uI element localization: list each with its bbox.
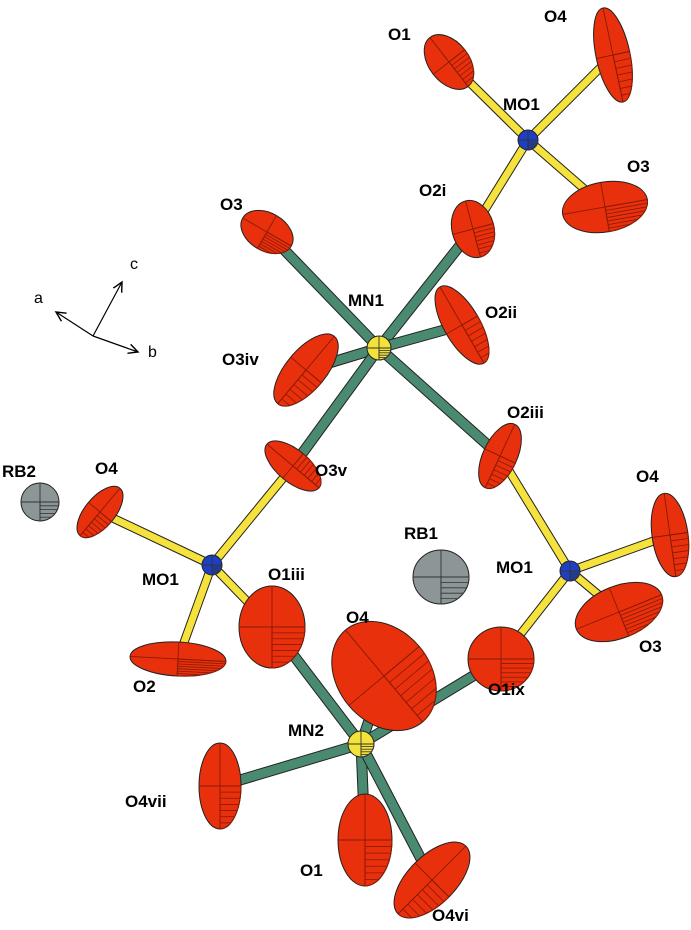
atoms [20,7,690,919]
label-mn1: MN1 [348,291,384,310]
label-o1-top: O1 [388,25,411,44]
label-o4vii: O4vii [125,792,167,811]
atom-o1ix [467,626,535,692]
atom-o3-right [574,581,664,643]
label-o2i: O2i [419,181,446,200]
label-mn2: MN2 [288,721,324,740]
atom-mo1-top [517,129,539,151]
bond-mo1_right-o2iii [495,451,575,576]
a-axis-arrow [56,312,94,337]
label-o4-left: O4 [95,459,118,478]
c-axis-label: c [130,256,138,273]
label-o3v: O3v [315,461,348,480]
b-axis-arrow [92,335,138,352]
label-o1iii: O1iii [268,565,305,584]
bond-mn2-o4vii [214,738,367,792]
bonds [95,50,675,886]
label-o4-bottom: O4 [346,608,369,627]
atom-o4-bottom [331,620,437,732]
atom-o2-left [129,641,227,677]
atom-rb1 [412,549,470,605]
atom-mn2 [347,730,375,758]
label-o4-right: O4 [636,467,659,486]
atom-rb2 [20,482,60,522]
label-rb1: RB1 [404,524,438,543]
c-axis-arrow [92,282,122,337]
bond-mo1_left-o4_left [95,507,217,570]
label-o3iv: O3iv [222,350,259,369]
atom-o3iv [273,333,339,407]
atom-o4-top [593,7,633,103]
label-o2iii: O2iii [507,403,544,422]
b-axis-label: b [148,344,157,361]
atom-mo1-right [559,560,581,582]
atom-o4-right [650,492,690,578]
atom-o1iii [238,585,306,669]
label-mo1-right: MO1 [496,558,533,577]
atom-o3-top [561,180,649,234]
atom-o4vi [393,841,471,919]
atom-o4-left [76,485,124,539]
bond-mn1-o2iii [373,342,506,462]
label-mo1-top: MO1 [503,95,540,114]
label-o2ii: O2ii [485,303,517,322]
atom-labels: O1 O4 MO1 O3 O2i O3 MN1 O2ii O3iv O2iii … [2,7,662,925]
atom-o1-bottom [337,793,393,887]
label-o4vi: O4vi [432,906,469,925]
atom-o2iii [478,422,522,490]
bond-mn2-o4vi [355,738,438,886]
bond-mn1-o3v [287,342,385,472]
atom-o2ii [434,285,490,365]
axis-triad: a c b [34,256,157,361]
atom-o2i [450,199,496,259]
atom-mn1 [366,335,392,361]
bond-mn1-o2i [373,223,479,354]
atom-o3-left [240,209,294,255]
a-axis-label: a [34,290,43,307]
label-o3-left: O3 [220,195,243,214]
label-mo1-left: MO1 [142,570,179,589]
label-o3-top: O3 [627,157,650,176]
bond-mo1_left-o3v [207,461,298,570]
label-o3-right: O3 [639,637,662,656]
atom-mo1-left [201,554,223,576]
label-o2-left: O2 [133,677,156,696]
atom-o3v [264,440,322,492]
atom-o4vii [198,742,242,830]
label-rb2: RB2 [2,462,36,481]
label-o1ix: O1ix [488,680,525,699]
atom-o1-top [423,34,475,90]
label-o1-bottom: O1 [300,861,323,880]
label-o4-top: O4 [544,7,567,26]
